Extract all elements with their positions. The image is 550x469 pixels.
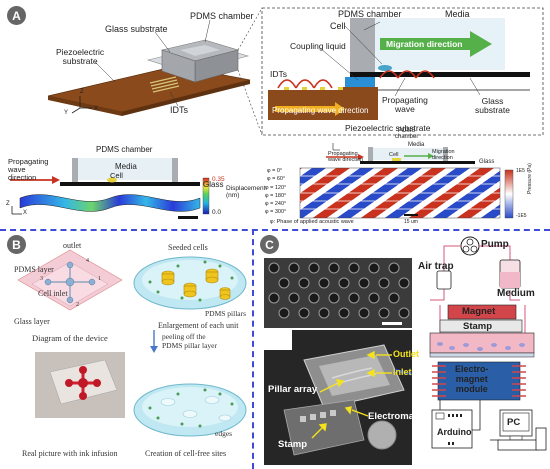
zoom-migration-label: Migration direction	[386, 39, 463, 49]
c-air-trap-label: Air trap	[418, 261, 454, 272]
device-axis-y: Y	[64, 110, 69, 116]
zoom-piezo-label: Piezoelectric substrate	[345, 123, 431, 133]
c-arduino-label: Arduino	[437, 427, 472, 437]
b-pdms-layer-label: PDMS layer	[14, 265, 54, 274]
phase-propagating-label: Propagating wave direction	[328, 151, 364, 163]
phase-media-label: Media	[408, 142, 425, 148]
phase-row-label: φ = 60°	[267, 176, 286, 182]
zoom-wave-direction-label: Propagating wave direction	[272, 106, 369, 115]
b-glass-layer-label: Glass layer	[14, 317, 50, 326]
panel-divider-horizontal	[0, 229, 550, 231]
pressure-phase-stack	[299, 143, 514, 219]
device-render	[47, 19, 251, 116]
phase-row-label: φ = 0°	[267, 168, 283, 174]
c-pc-label: PC	[507, 417, 521, 428]
zoom-cross-section	[237, 7, 544, 136]
pillar-grid	[264, 258, 412, 328]
sim-propagating-label: Propagating wave direction	[8, 157, 49, 182]
b-cell-inlet-label: Cell inlet	[38, 289, 68, 298]
device-idts-label: IDTs	[170, 105, 188, 115]
phase-migration-label: Migration direction	[432, 149, 455, 161]
b-diagram-caption: Diagram of the device	[32, 333, 108, 343]
device-glass-substrate-label: Glass substrate	[105, 24, 168, 34]
b-outlet-label: outlet	[63, 241, 82, 250]
phase-caption: φ: Phase of applied acoustic wave	[270, 219, 354, 225]
phase-scale-label: 15 um	[404, 219, 418, 225]
device-pdms-chamber-label: PDMS chamber	[190, 11, 254, 21]
device-piezo-label: Piezoelectric substrate	[56, 47, 105, 67]
phase-glass-label: Glass	[479, 159, 495, 165]
sim-colorbar-label: Displacement (nm)	[226, 185, 266, 200]
sim-media-label: Media	[115, 162, 137, 171]
c-electromagnet-module-label: Electro- magnet module	[455, 364, 489, 394]
b-creation-caption: Creation of cell-free sites	[145, 449, 227, 458]
c-outlet-label: Outlet	[393, 349, 419, 359]
phase-pdms-label: PDMS chamber	[395, 128, 419, 141]
b-port-number: 4	[86, 258, 89, 264]
c-stamp-label: Stamp	[463, 321, 493, 332]
c-stamp-photo-label: Stamp	[278, 439, 308, 450]
b-peeling-label: peeling off the PDMS pillar layer	[162, 332, 217, 350]
b-port-number: 2	[76, 302, 79, 308]
zoom-media-label: Media	[445, 9, 470, 19]
ink-infusion-photo	[35, 352, 125, 418]
zoom-glass-label: Glass substrate	[475, 96, 510, 116]
b-seeded-cells-label: Seeded cells	[168, 243, 208, 252]
b-pdms-pillars-label: PDMS pillars	[205, 309, 247, 318]
phase-cell-label: Cell	[389, 152, 399, 158]
sim-colorbar-max: 0.35	[212, 176, 225, 183]
device-axis-z: Z	[80, 89, 84, 95]
sim-colorbar-min: 0.0	[212, 209, 222, 216]
panel-b-badge: B	[7, 235, 26, 254]
sim-glass-label: Glass	[203, 180, 224, 189]
zoom-pdms-label: PDMS chamber	[338, 9, 402, 19]
phase-row-label: φ = 240°	[265, 201, 287, 207]
sim-cell-label: Cell	[110, 171, 123, 180]
zoom-propagating-wave-label: Propagating wave	[382, 95, 428, 115]
c-magnet-label: Magnet	[462, 306, 496, 317]
c-pillar-array-label: Pillar array	[268, 384, 318, 395]
c-electromagnet-label: Electromagnet	[368, 411, 434, 422]
phase-row-label: φ = 120°	[265, 185, 287, 191]
phase-row-label: φ = 180°	[265, 193, 287, 199]
c-medium-label: Medium	[497, 288, 535, 299]
b-port-number: 1	[98, 276, 101, 282]
phase-row-label: φ = 300°	[265, 209, 287, 215]
sim-axis-z: Z	[6, 201, 10, 207]
panel-c-badge: C	[260, 235, 279, 254]
c-inlet-label: Inlet	[393, 367, 412, 377]
b-enlargement-caption: Enlargement of each unit	[158, 321, 239, 330]
phase-colorbar-bottom: -1E5	[516, 213, 527, 219]
b-real-picture-caption: Real picture with ink infusion	[22, 449, 118, 458]
panel-a-badge: A	[7, 6, 26, 25]
b-port-number: 3	[40, 276, 43, 282]
b-edges-label: edges	[215, 429, 233, 438]
panel-divider-vertical	[252, 229, 254, 469]
sim-axis-x: X	[23, 210, 28, 216]
c-pump-label: Pump	[481, 239, 509, 250]
sim-pdms-label: PDMS chamber	[96, 145, 153, 154]
pillar-array-micrograph	[264, 258, 412, 328]
zoom-idts-label: IDTs	[270, 69, 287, 79]
zoom-coupling-label: Coupling liquid	[290, 41, 346, 51]
zoom-cell-label: Cell	[330, 21, 346, 31]
phase-colorbar-top: 1E5	[516, 168, 525, 174]
device-axis-x: X	[94, 106, 99, 112]
displacement-simulation	[10, 158, 210, 219]
panel-b-illustrations	[17, 249, 247, 437]
device-photo	[264, 330, 412, 465]
